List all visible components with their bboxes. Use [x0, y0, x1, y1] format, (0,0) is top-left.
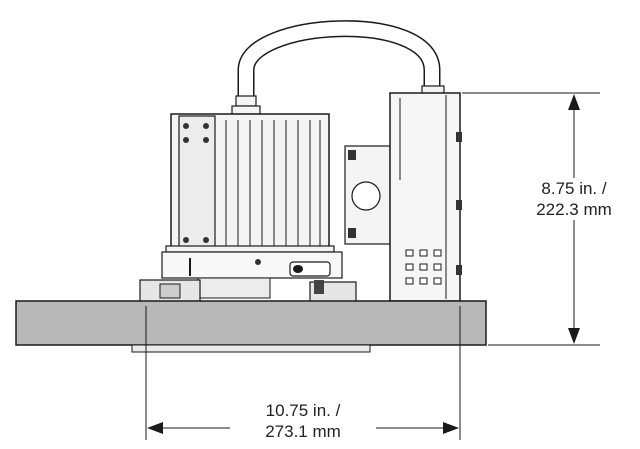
width-inches: 10.75 in. / [265, 401, 341, 420]
width-dimension [145, 306, 461, 440]
screw-icon [183, 237, 189, 243]
width-dimension-label: 10.75 in. / 273.1 mm [228, 400, 378, 442]
height-inches: 8.75 in. / [541, 179, 607, 198]
arrow-down-icon [568, 328, 580, 344]
screw-icon [203, 137, 209, 143]
flex-conduit [237, 20, 441, 98]
height-mm: 222.3 mm [536, 200, 612, 219]
junction-bracket [344, 145, 391, 245]
trim-clips [139, 279, 357, 303]
screw-icon [183, 137, 189, 143]
ceiling-board [15, 300, 487, 353]
driver-box [389, 92, 462, 302]
screw-icon [183, 123, 189, 129]
screw-icon [203, 237, 209, 243]
arrow-up-icon [568, 94, 580, 110]
knockout-icon [351, 181, 381, 211]
height-dimension-label: 8.75 in. / 222.3 mm [512, 178, 636, 220]
vent-slots [405, 249, 442, 285]
conduit-connector-left [231, 95, 261, 115]
screw-icon [203, 123, 209, 129]
arrow-left-icon [147, 422, 163, 434]
arrow-right-icon [443, 422, 459, 434]
mounting-bracket [161, 251, 343, 299]
heat-sink-housing [165, 113, 335, 253]
width-mm: 273.1 mm [265, 422, 341, 441]
